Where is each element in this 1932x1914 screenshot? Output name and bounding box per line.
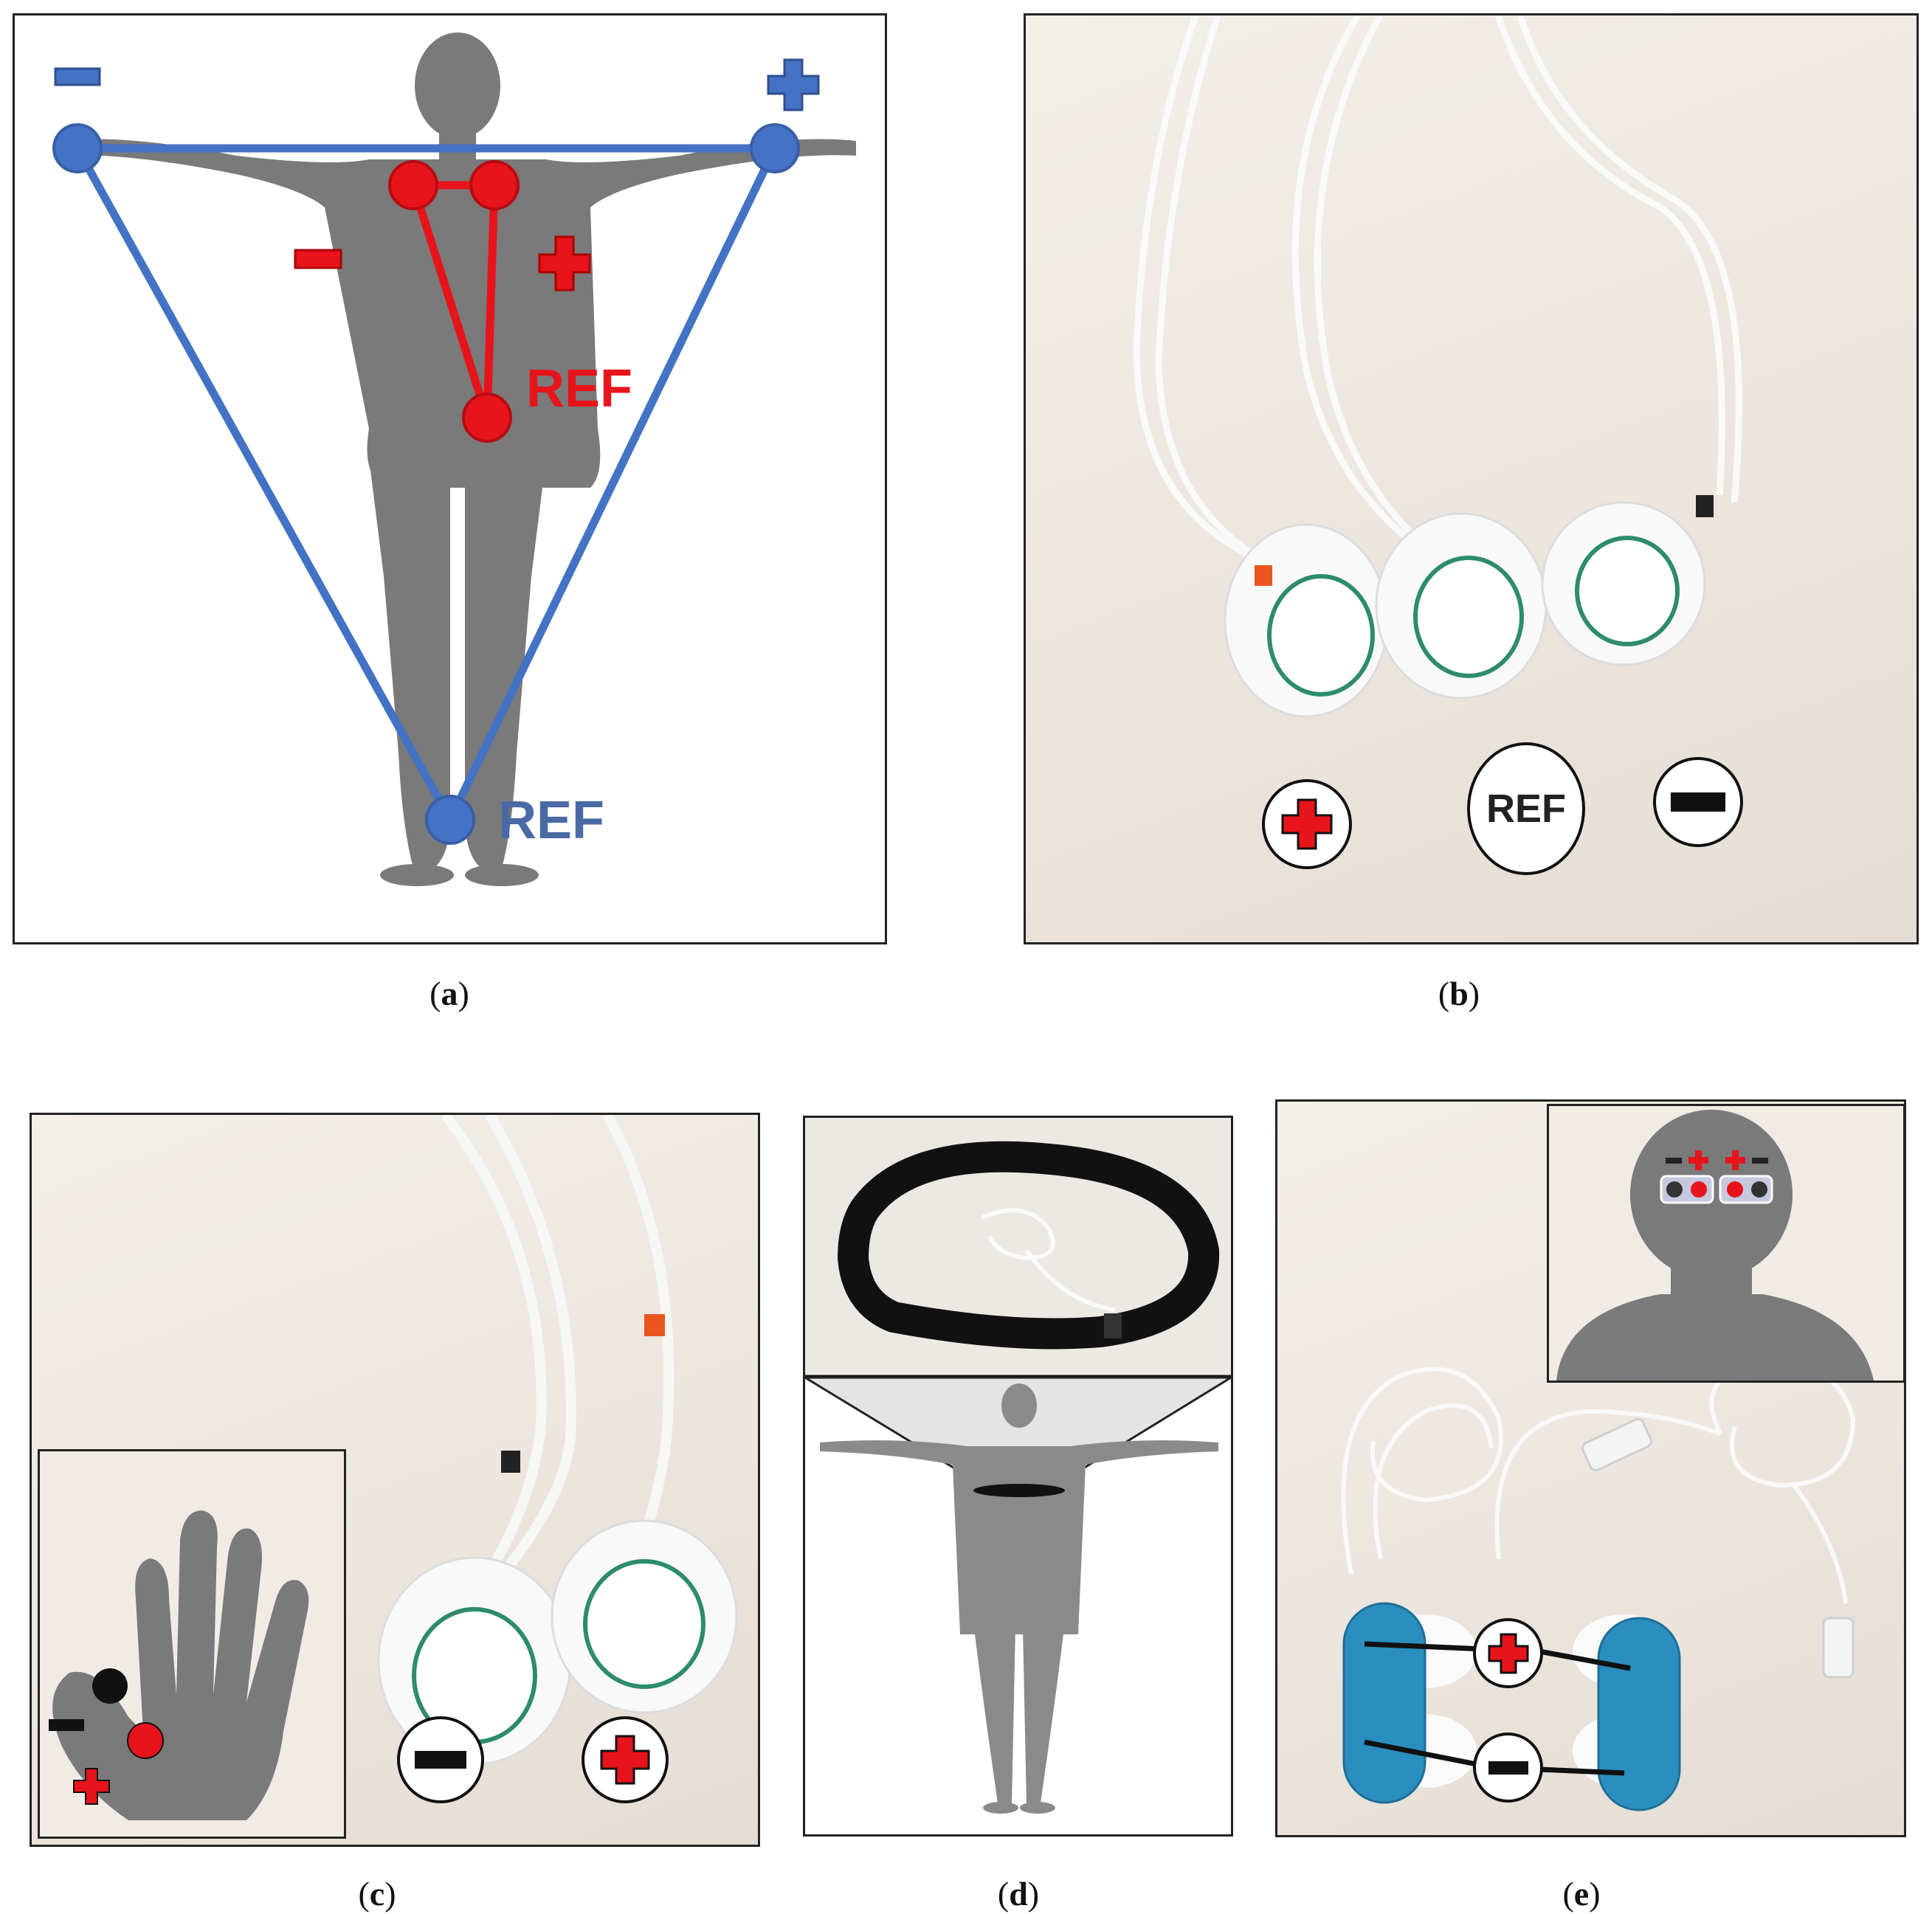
body-silhouette bbox=[820, 1383, 1218, 1814]
palm-electrode-neg bbox=[92, 1668, 128, 1704]
device-left bbox=[1342, 1602, 1477, 1804]
palm-inset-svg bbox=[49, 1510, 309, 1820]
limb-electrode-right-arm bbox=[52, 123, 103, 173]
forehead-electrode-4 bbox=[1751, 1181, 1767, 1198]
panel-d-chest-belt bbox=[803, 1116, 1233, 1837]
minus-icon bbox=[415, 1751, 466, 1769]
forehead-electrode-3 bbox=[1727, 1181, 1743, 1198]
head-silhouette bbox=[1556, 1110, 1874, 1381]
badge-neg bbox=[1473, 1732, 1543, 1803]
limb-electrode-leg bbox=[425, 795, 475, 845]
badge-neg bbox=[1653, 757, 1743, 847]
chest-electrode-ref bbox=[462, 393, 512, 443]
head-inset bbox=[1547, 1104, 1904, 1383]
palm-neg-sign bbox=[49, 1719, 84, 1731]
chest-ref-label: REF bbox=[526, 359, 632, 418]
electrode-pad-pos bbox=[551, 1519, 738, 1714]
limb-electrode-left-arm bbox=[750, 123, 800, 173]
forehead-sign-neg-left bbox=[1666, 1158, 1682, 1164]
caption-a: (a) bbox=[429, 975, 469, 1012]
electrode-pad-neg bbox=[1541, 495, 1714, 666]
plus-icon bbox=[1281, 798, 1333, 850]
cable-marker-black bbox=[501, 1451, 520, 1473]
head-inset-svg bbox=[1556, 1110, 1874, 1381]
limb-neg-sign bbox=[54, 67, 101, 86]
device-right bbox=[1573, 1614, 1681, 1811]
chest-neg-sign bbox=[294, 249, 342, 269]
forehead-sign-pos-left bbox=[1688, 1150, 1708, 1170]
caption-c: (c) bbox=[358, 1875, 396, 1913]
belt-cable bbox=[981, 1208, 1116, 1312]
forehead-sign-pos-right bbox=[1725, 1150, 1745, 1170]
chest-electrode-pos bbox=[469, 160, 520, 210]
caption-e: (e) bbox=[1562, 1875, 1601, 1913]
panel-e-svg bbox=[1341, 1357, 1856, 1811]
electrode-pad-ref bbox=[1375, 512, 1548, 699]
pointer-lines bbox=[1364, 1641, 1631, 1776]
body-silhouette bbox=[59, 32, 856, 886]
chest-pos-sign bbox=[538, 235, 591, 291]
panel-b-electrode-photo: REF bbox=[1024, 13, 1919, 944]
badge-pos bbox=[1262, 779, 1352, 869]
limb-lead-triangle bbox=[74, 144, 779, 822]
caption-b: (b) bbox=[1438, 975, 1480, 1012]
hand-silhouette bbox=[52, 1510, 309, 1820]
badge-neg bbox=[397, 1716, 484, 1803]
panel-c-svg bbox=[377, 1115, 738, 1766]
electrode-pad-neg bbox=[377, 1556, 572, 1766]
plus-icon bbox=[1488, 1633, 1528, 1673]
palm-electrode-pos bbox=[127, 1722, 164, 1759]
badge-pos bbox=[582, 1716, 669, 1803]
palm-inset bbox=[38, 1449, 346, 1839]
electrode-cables bbox=[1133, 15, 1742, 587]
caption-d: (d) bbox=[997, 1875, 1040, 1913]
badge-ref: REF bbox=[1467, 742, 1585, 875]
panel-b-svg bbox=[1133, 15, 1742, 718]
chest-belt bbox=[837, 1141, 1220, 1350]
electrode-cables bbox=[441, 1115, 675, 1576]
panel-c-palm-electrode-photo bbox=[30, 1113, 760, 1847]
panel-e-forehead-device-photo bbox=[1275, 1099, 1906, 1837]
usb-plug-2 bbox=[1822, 1617, 1855, 1679]
usb-cable-coils bbox=[1341, 1357, 1856, 1604]
panel-d-svg bbox=[805, 1118, 1231, 1814]
belt-buckle bbox=[1104, 1313, 1122, 1338]
electrode-pad-pos bbox=[1224, 523, 1389, 718]
chest-electrode-neg bbox=[388, 160, 438, 210]
panel-a-einthoven-diagram: REF REF bbox=[13, 13, 887, 944]
usb-plug bbox=[1581, 1417, 1653, 1472]
forehead-electrode-2 bbox=[1691, 1181, 1707, 1198]
limb-ref-label: REF bbox=[498, 791, 604, 850]
badge-pos bbox=[1473, 1618, 1543, 1688]
plus-icon bbox=[600, 1735, 650, 1785]
forehead-electrode-1 bbox=[1666, 1181, 1683, 1198]
cable-marker-red bbox=[644, 1314, 665, 1336]
panel-a-svg: REF REF bbox=[52, 32, 856, 886]
limb-pos-sign bbox=[767, 58, 820, 111]
minus-icon bbox=[1671, 792, 1725, 812]
forehead-sign-neg-right bbox=[1752, 1158, 1768, 1164]
minus-icon bbox=[1488, 1761, 1528, 1775]
palm-pos-sign bbox=[73, 1768, 110, 1805]
body-belt-band bbox=[973, 1484, 1065, 1497]
